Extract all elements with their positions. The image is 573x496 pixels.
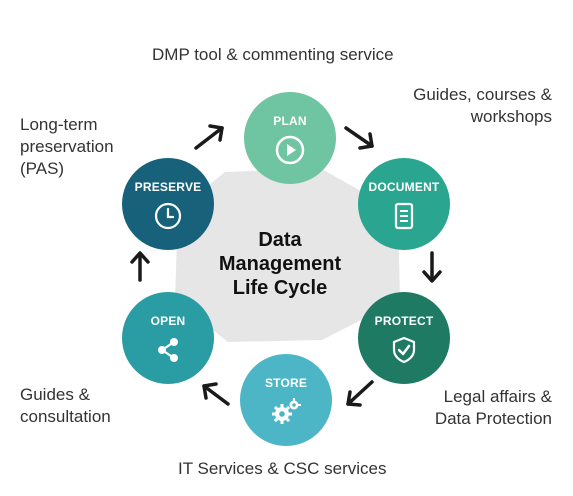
caption-preserve: Long-term preservation (PAS) (20, 115, 114, 178)
stage-open-label: OPEN (150, 314, 186, 328)
arrow-open-to-preserve (130, 251, 150, 282)
clock-icon (154, 202, 182, 230)
document-icon (394, 202, 414, 230)
arrow-store-to-open (202, 382, 230, 406)
center-title-line3: Life Cycle (232, 277, 328, 299)
stage-preserve: PRESERVE (122, 158, 214, 250)
stage-plan-label: PLAN (273, 114, 307, 128)
arrow-plan-to-document (344, 126, 374, 150)
center-title-line1: Data (258, 229, 302, 251)
stage-open: OPEN (122, 292, 214, 384)
shield-check-icon (392, 336, 416, 364)
center-title: Data Management Life Cycle (205, 228, 355, 300)
stage-protect-label: PROTECT (374, 314, 434, 328)
play-icon (275, 135, 305, 165)
caption-document: Guides, courses & workshops (413, 85, 552, 126)
caption-protect: Legal affairs & Data Protection (434, 387, 552, 428)
stage-document: DOCUMENT (358, 158, 450, 250)
caption-open: Guides & consultation (20, 385, 111, 426)
caption-plan: DMP tool & commenting service (152, 45, 394, 64)
stage-protect: PROTECT (358, 292, 450, 384)
caption-store: IT Services & CSC services (178, 459, 387, 478)
arrow-document-to-protect (422, 251, 442, 283)
stage-document-label: DOCUMENT (368, 180, 440, 194)
stage-plan: PLAN (244, 92, 336, 184)
arrow-protect-to-store (346, 380, 374, 407)
stage-store: STORE (240, 354, 332, 446)
stage-store-label: STORE (264, 376, 308, 390)
share-icon (158, 338, 178, 362)
gears-icon (272, 398, 301, 424)
center-hexagon (175, 168, 400, 342)
arrow-preserve-to-plan (194, 124, 224, 150)
center-title-line2: Management (218, 253, 342, 275)
stage-preserve-label: PRESERVE (134, 180, 202, 194)
